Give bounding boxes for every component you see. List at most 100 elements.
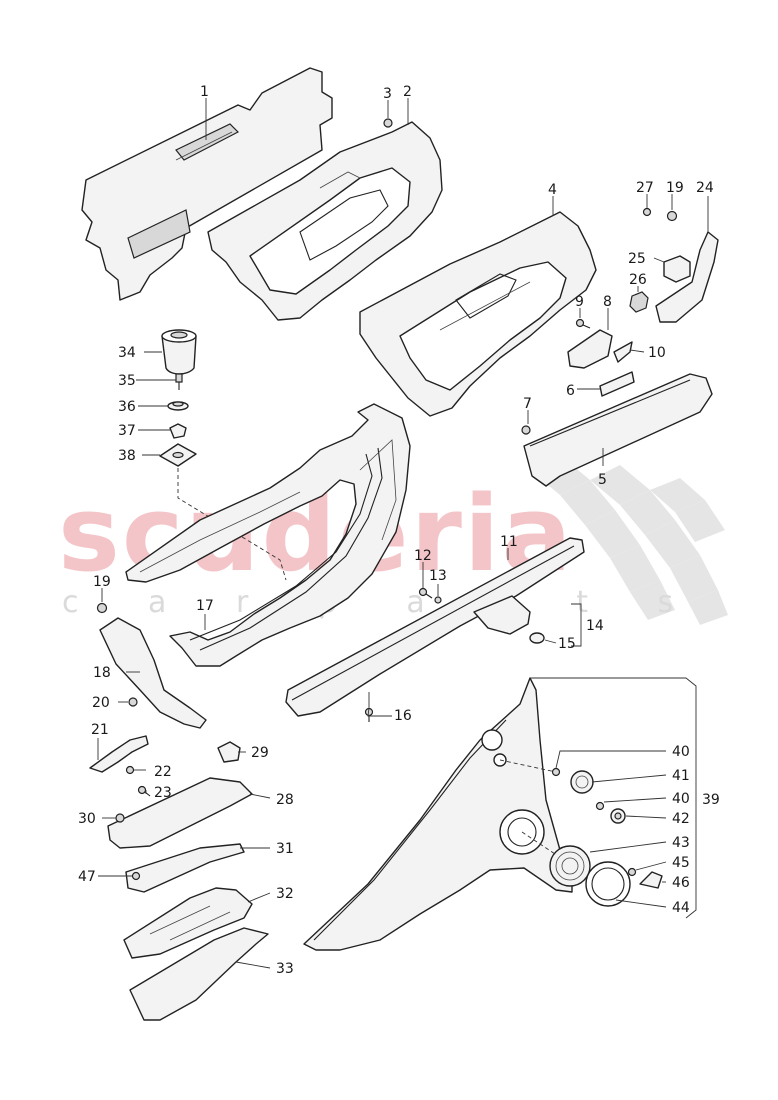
part-44-speaker-ring <box>585 861 631 907</box>
callout-21: 21 <box>91 722 109 738</box>
part-38-dashed-guide <box>177 468 287 581</box>
part-6-pad <box>599 371 635 397</box>
checkered-flag-graphic <box>530 455 728 625</box>
part-28-armrest-cover <box>107 777 253 849</box>
callout-39: 39 <box>702 792 720 808</box>
callout-41: 41 <box>672 768 690 784</box>
watermark-sub-text: c a r p a r t s <box>62 585 703 620</box>
part-1-insulation-panel <box>81 67 333 301</box>
callout-44: 44 <box>672 900 690 916</box>
callout-26: 26 <box>629 272 647 288</box>
callout-3: 3 <box>383 86 392 102</box>
callout-5: 5 <box>598 472 607 488</box>
callout-11: 11 <box>500 534 518 550</box>
part-31-trim-strip <box>125 843 245 893</box>
callout-9: 9 <box>575 294 584 310</box>
callout-27: 27 <box>636 180 654 196</box>
part-39-door-trim-panel <box>303 677 573 951</box>
callout-4: 4 <box>548 182 557 198</box>
part-12-screw <box>418 587 433 599</box>
part-15-cap <box>529 632 545 644</box>
part-42-tweeter-cover <box>610 808 626 824</box>
callout-42: 42 <box>672 811 690 827</box>
callout-19-left: 19 <box>93 574 111 590</box>
callout-40-b: 40 <box>672 791 690 807</box>
part-2-door-frame-rear <box>207 121 443 321</box>
part-36-grommet <box>167 401 189 411</box>
callout-45: 45 <box>672 855 690 871</box>
callout-30: 30 <box>78 811 96 827</box>
callout-19-top: 19 <box>666 180 684 196</box>
part-14-handle-cover <box>473 595 531 635</box>
part-45-screw <box>627 867 637 877</box>
part-46-cover <box>639 871 663 889</box>
part-39-dashed-guide-2 <box>521 831 571 865</box>
callout-22: 22 <box>154 764 172 780</box>
callout-labels: 1 3 2 4 5 6 7 8 9 10 11 12 13 14 15 16 1… <box>78 84 720 977</box>
callout-38: 38 <box>118 448 136 464</box>
part-41-speaker-grille-small <box>570 770 594 794</box>
part-21-bracket <box>89 735 149 773</box>
part-19-nut-left <box>96 602 108 614</box>
callout-25: 25 <box>628 251 646 267</box>
part-17-door-panel-carrier <box>125 403 411 667</box>
part-38-seal-plate <box>159 443 197 467</box>
callout-13: 13 <box>429 568 447 584</box>
callout-23: 23 <box>154 785 172 801</box>
part-7-clip <box>521 425 531 435</box>
part-39-dashed-guide-1 <box>499 759 557 773</box>
callout-31: 31 <box>276 841 294 857</box>
callout-47: 47 <box>78 869 96 885</box>
part-43-speaker-mesh <box>549 845 591 887</box>
part-4-door-frame-front <box>359 211 597 417</box>
callout-10: 10 <box>648 345 666 361</box>
part-32-details <box>149 905 231 941</box>
callout-34: 34 <box>118 345 136 361</box>
callout-20: 20 <box>92 695 110 711</box>
part-25-switch <box>663 255 691 283</box>
part-23-screw <box>137 785 151 797</box>
callout-7: 7 <box>523 396 532 412</box>
part-19-nut-top <box>666 210 678 222</box>
callout-6: 6 <box>566 383 575 399</box>
part-10-trim <box>613 341 633 363</box>
callout-32: 32 <box>276 886 294 902</box>
part-8-door-handle <box>567 329 613 369</box>
part-24-pillar-trim <box>655 231 719 323</box>
part-18-switch-trim <box>99 617 207 729</box>
callout-12: 12 <box>414 548 432 564</box>
part-37-clip <box>169 423 187 439</box>
callout-43: 43 <box>672 835 690 851</box>
part-22-nut <box>125 765 135 775</box>
part-26-clip <box>629 291 649 313</box>
part-29-clip <box>217 741 241 763</box>
callout-29: 29 <box>251 745 269 761</box>
callout-36: 36 <box>118 399 136 415</box>
part-33-lower-trim <box>129 927 269 1021</box>
part-34-cup <box>161 329 197 375</box>
part-9-screw <box>575 318 591 329</box>
callout-35: 35 <box>118 373 136 389</box>
callout-37: 37 <box>118 423 136 439</box>
part-13-washer <box>434 596 442 604</box>
callout-24: 24 <box>696 180 714 196</box>
leader-lines <box>97 98 709 969</box>
callout-14: 14 <box>586 618 604 634</box>
callout-15: 15 <box>558 636 576 652</box>
part-47-clip <box>131 871 141 881</box>
part-5-armrest <box>523 373 713 487</box>
callout-1: 1 <box>200 84 209 100</box>
part-40-clip-a <box>551 767 561 777</box>
callout-2: 2 <box>403 84 412 100</box>
part-40-clip-b <box>595 801 605 811</box>
part-30-screw <box>115 813 125 823</box>
callout-46: 46 <box>672 875 690 891</box>
callout-40-a: 40 <box>672 744 690 760</box>
part-27-screw <box>642 207 652 217</box>
part-32-carrier <box>123 887 253 959</box>
callout-8: 8 <box>603 294 612 310</box>
part-3-clip <box>383 118 393 128</box>
callout-18: 18 <box>93 665 111 681</box>
part-35-bolt <box>175 373 183 390</box>
